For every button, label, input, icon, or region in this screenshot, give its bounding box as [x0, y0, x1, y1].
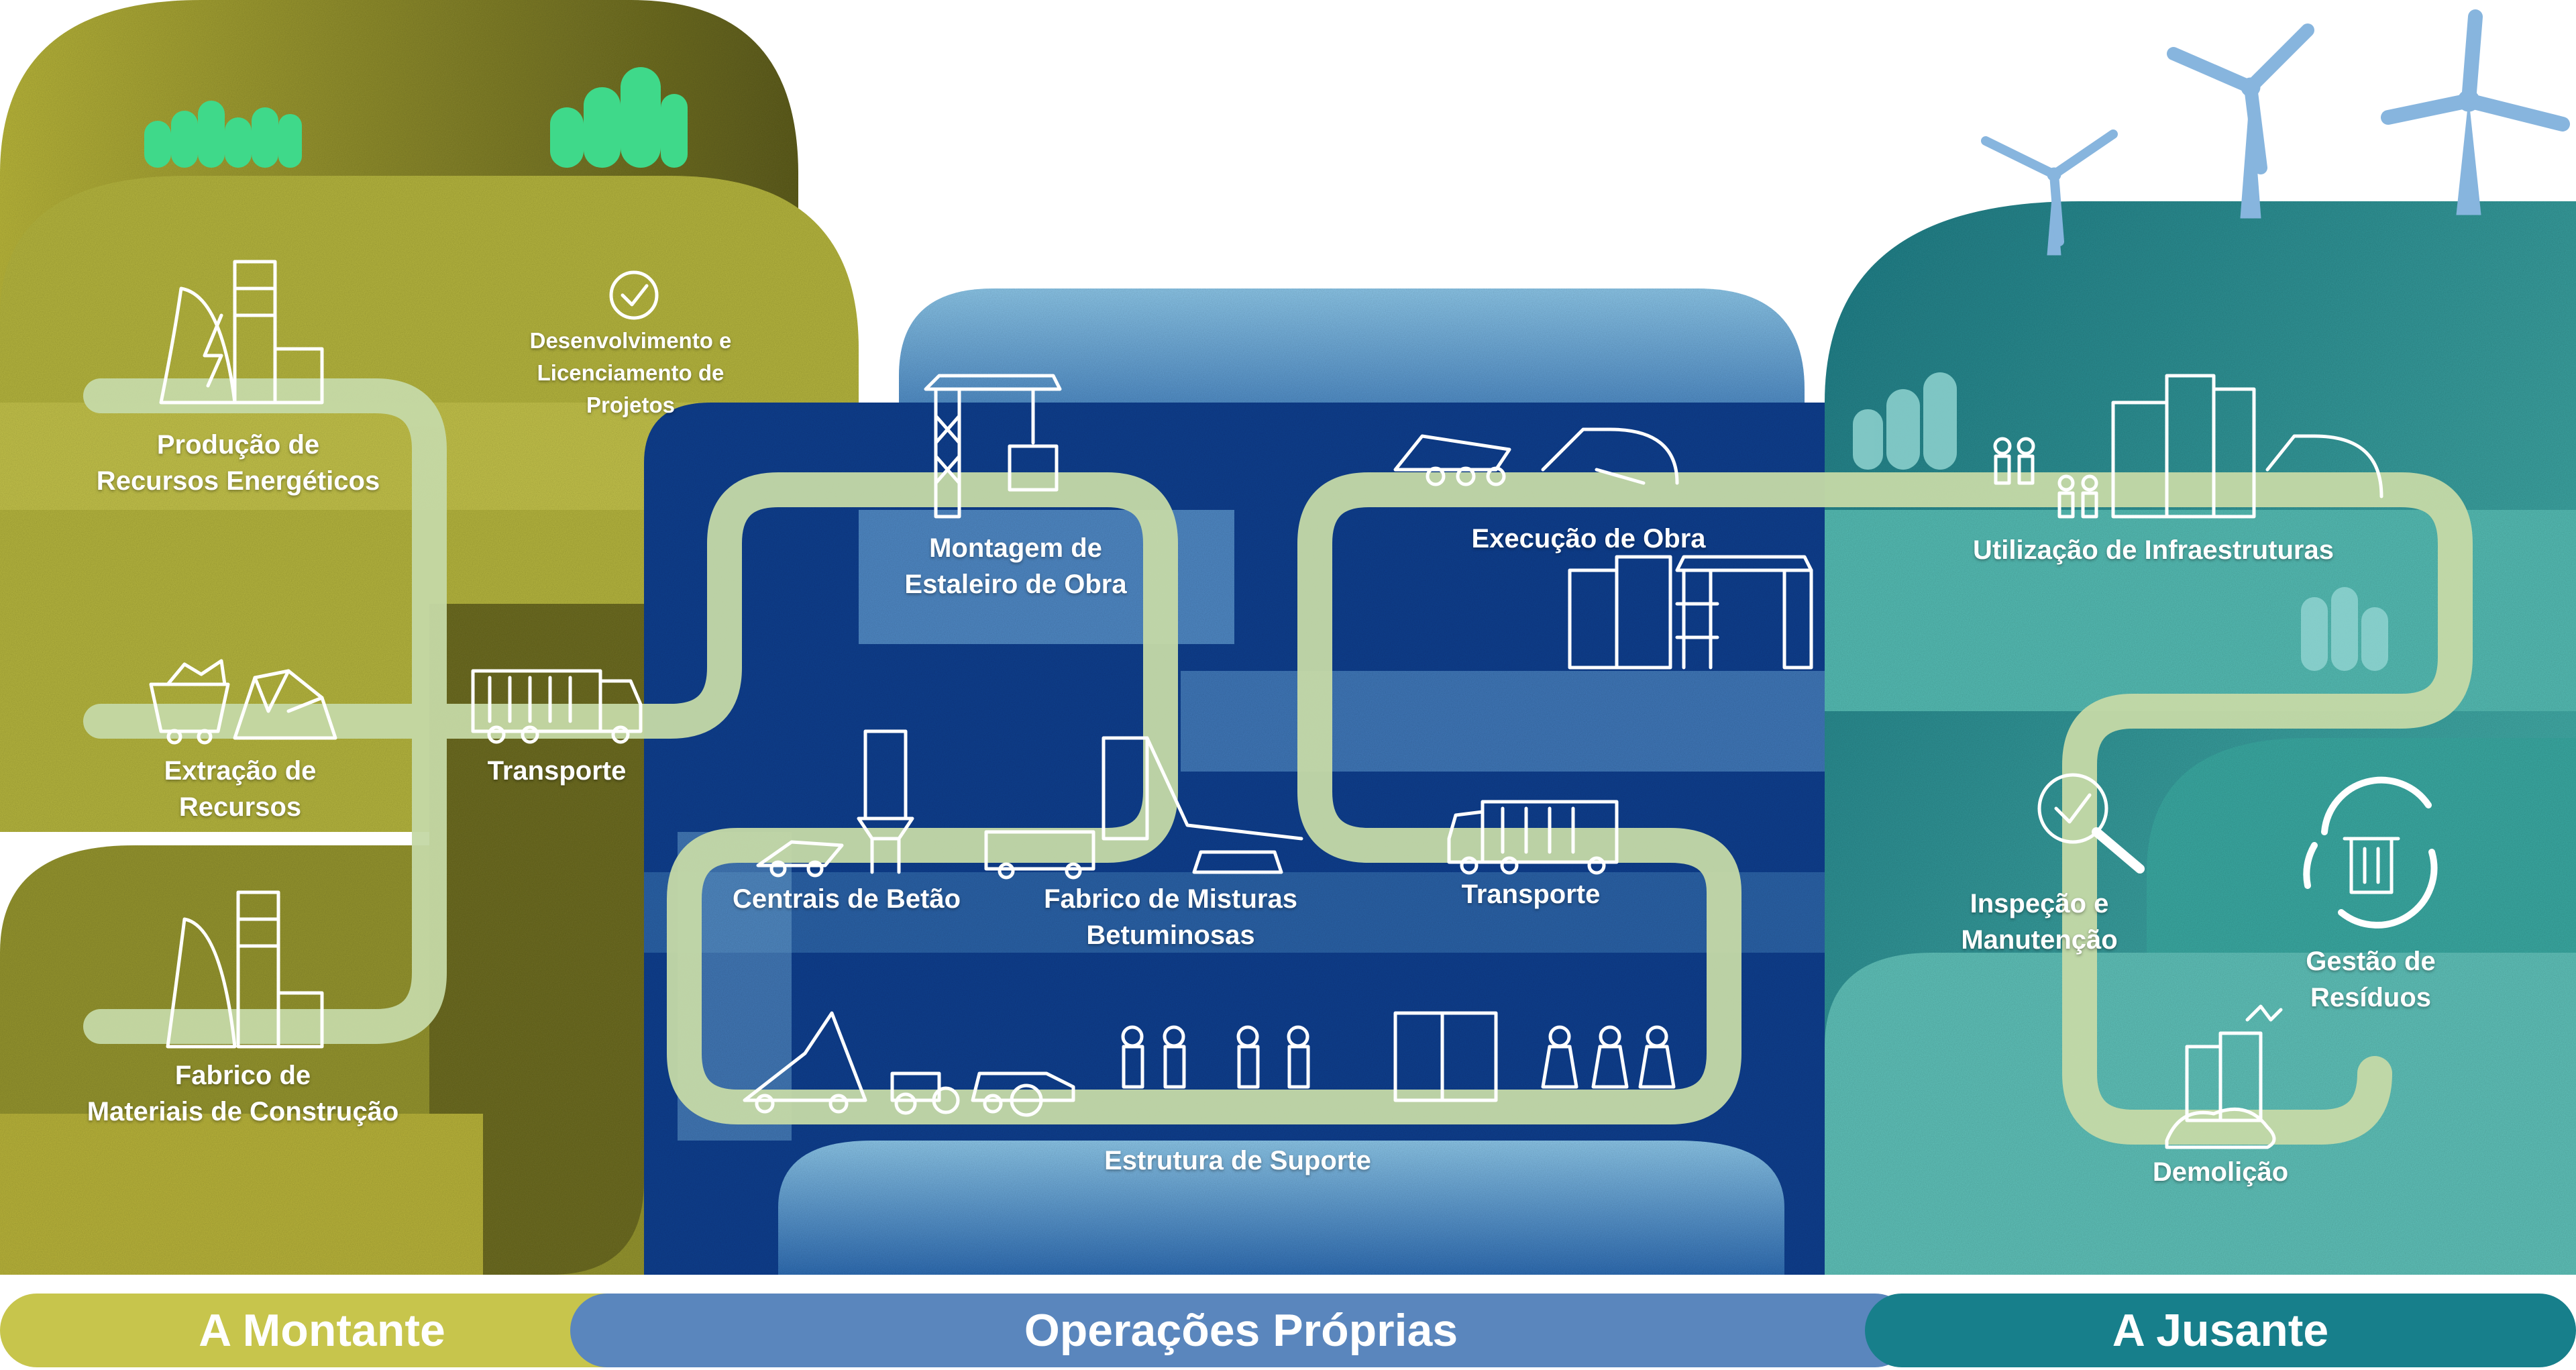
- band-a-montante: A Montante: [0, 1294, 644, 1367]
- wind-turbine-icon: [2381, 9, 2570, 215]
- label-line: Montagem de: [929, 533, 1102, 563]
- label-gestao-residuos: Gestão de Resíduos: [2306, 943, 2435, 1016]
- asphalt-plant-icon: [984, 736, 1303, 880]
- buildings-construction-icon: [1568, 555, 1813, 670]
- operations-region: [644, 288, 1892, 1275]
- factory-icon: [166, 890, 324, 1049]
- label-line: Betuminosas: [1086, 920, 1255, 950]
- label-line: Execução de Obra: [1471, 524, 1706, 554]
- label-line: Resíduos: [2310, 983, 2432, 1012]
- band-a-jusante: A Jusante: [1865, 1294, 2576, 1367]
- label-line: Desenvolvimento e: [529, 328, 732, 353]
- tree-icon: [1853, 372, 2388, 671]
- label-line: Inspeção e: [1970, 889, 2109, 918]
- label-line: Projetos: [586, 392, 676, 417]
- operations-light-band-2: [1181, 671, 1892, 772]
- label-centrais-betao: Centrais de Betão: [733, 881, 961, 917]
- label-line: Manutenção: [1961, 925, 2118, 955]
- tree-icon: [144, 101, 302, 168]
- label-line: Demolição: [2152, 1157, 2289, 1187]
- band-operacoes-proprias: Operações Próprias: [570, 1294, 1912, 1367]
- wind-turbine-icon: [1981, 129, 2118, 256]
- tower-crane-icon: [924, 374, 1062, 519]
- concrete-plant-icon: [756, 729, 914, 878]
- band-label: Operações Próprias: [1024, 1305, 1458, 1356]
- label-estrutura-suporte: Estrutura de Suporte: [1104, 1143, 1371, 1179]
- band-label: A Montante: [199, 1305, 445, 1356]
- certificate-check-icon: [609, 270, 659, 320]
- label-transporte-operacoes: Transporte: [1462, 876, 1601, 912]
- tree-icon: [550, 67, 688, 168]
- label-inspecao-manutencao: Inspeção e Manutenção: [1961, 886, 2117, 958]
- demolition-icon: [2165, 1004, 2283, 1149]
- label-line: Fabrico de: [174, 1061, 311, 1090]
- flow-path: [83, 378, 2473, 1145]
- label-line: Extração de: [164, 756, 317, 786]
- band-label: A Jusante: [2112, 1305, 2329, 1356]
- label-execucao-obra: Execução de Obra: [1471, 521, 1705, 557]
- wind-turbine-icon: [2167, 23, 2314, 219]
- magnifier-icon: [2037, 773, 2145, 874]
- label-line: Produção de: [156, 430, 320, 460]
- recycle-bin-icon: [2303, 776, 2438, 929]
- operations-light-left: [678, 832, 792, 1141]
- paver-road-icon: [1393, 427, 1679, 486]
- label-desenvolvimento-licenciamento: Desenvolvimento e Licenciamento de Proje…: [530, 325, 732, 421]
- label-fabrico-materiais: Fabrico de Materiais de Construção: [87, 1057, 399, 1130]
- upstream-base: [0, 1114, 483, 1275]
- upstream-column: [429, 604, 644, 1275]
- label-line: Estrutura de Suporte: [1104, 1146, 1371, 1175]
- label-line: Transporte: [487, 756, 627, 786]
- label-line: Centrais de Betão: [732, 884, 961, 914]
- power-plant-icon: [159, 260, 324, 405]
- label-line: Licenciamento de: [537, 360, 724, 385]
- label-fabrico-misturas: Fabrico de Misturas Betuminosas: [1044, 881, 1297, 953]
- label-line: Transporte: [1461, 880, 1601, 909]
- label-line: Fabrico de Misturas: [1044, 884, 1297, 914]
- mining-cart-icon: [149, 659, 337, 745]
- label-utilizacao-infraestruturas: Utilização de Infraestruturas: [1973, 532, 2334, 568]
- label-producao-recursos-energeticos: Produção de Recursos Energéticos: [97, 427, 380, 499]
- truck-icon: [1447, 800, 1619, 875]
- label-line: Recursos: [178, 792, 302, 822]
- label-line: Estaleiro de Obra: [904, 570, 1127, 599]
- operations-light-band-3: [644, 872, 1892, 953]
- label-line: Utilização de Infraestruturas: [1973, 535, 2334, 565]
- label-montagem-estaleiro: Montagem de Estaleiro de Obra: [904, 530, 1126, 602]
- label-line: Gestão de: [2306, 947, 2436, 976]
- label-line: Recursos Energéticos: [96, 466, 380, 496]
- label-demolicao: Demolição: [2153, 1154, 2288, 1190]
- label-extracao-recursos: Extração de Recursos: [164, 753, 317, 825]
- city-people-icon: [1993, 374, 2383, 519]
- label-line: Materiais de Construção: [87, 1097, 399, 1126]
- label-transporte-montante: Transporte: [488, 753, 627, 789]
- machinery-workers-icon: [743, 1011, 1676, 1117]
- operations-light-bottom: [778, 1141, 1784, 1275]
- truck-icon: [471, 669, 643, 744]
